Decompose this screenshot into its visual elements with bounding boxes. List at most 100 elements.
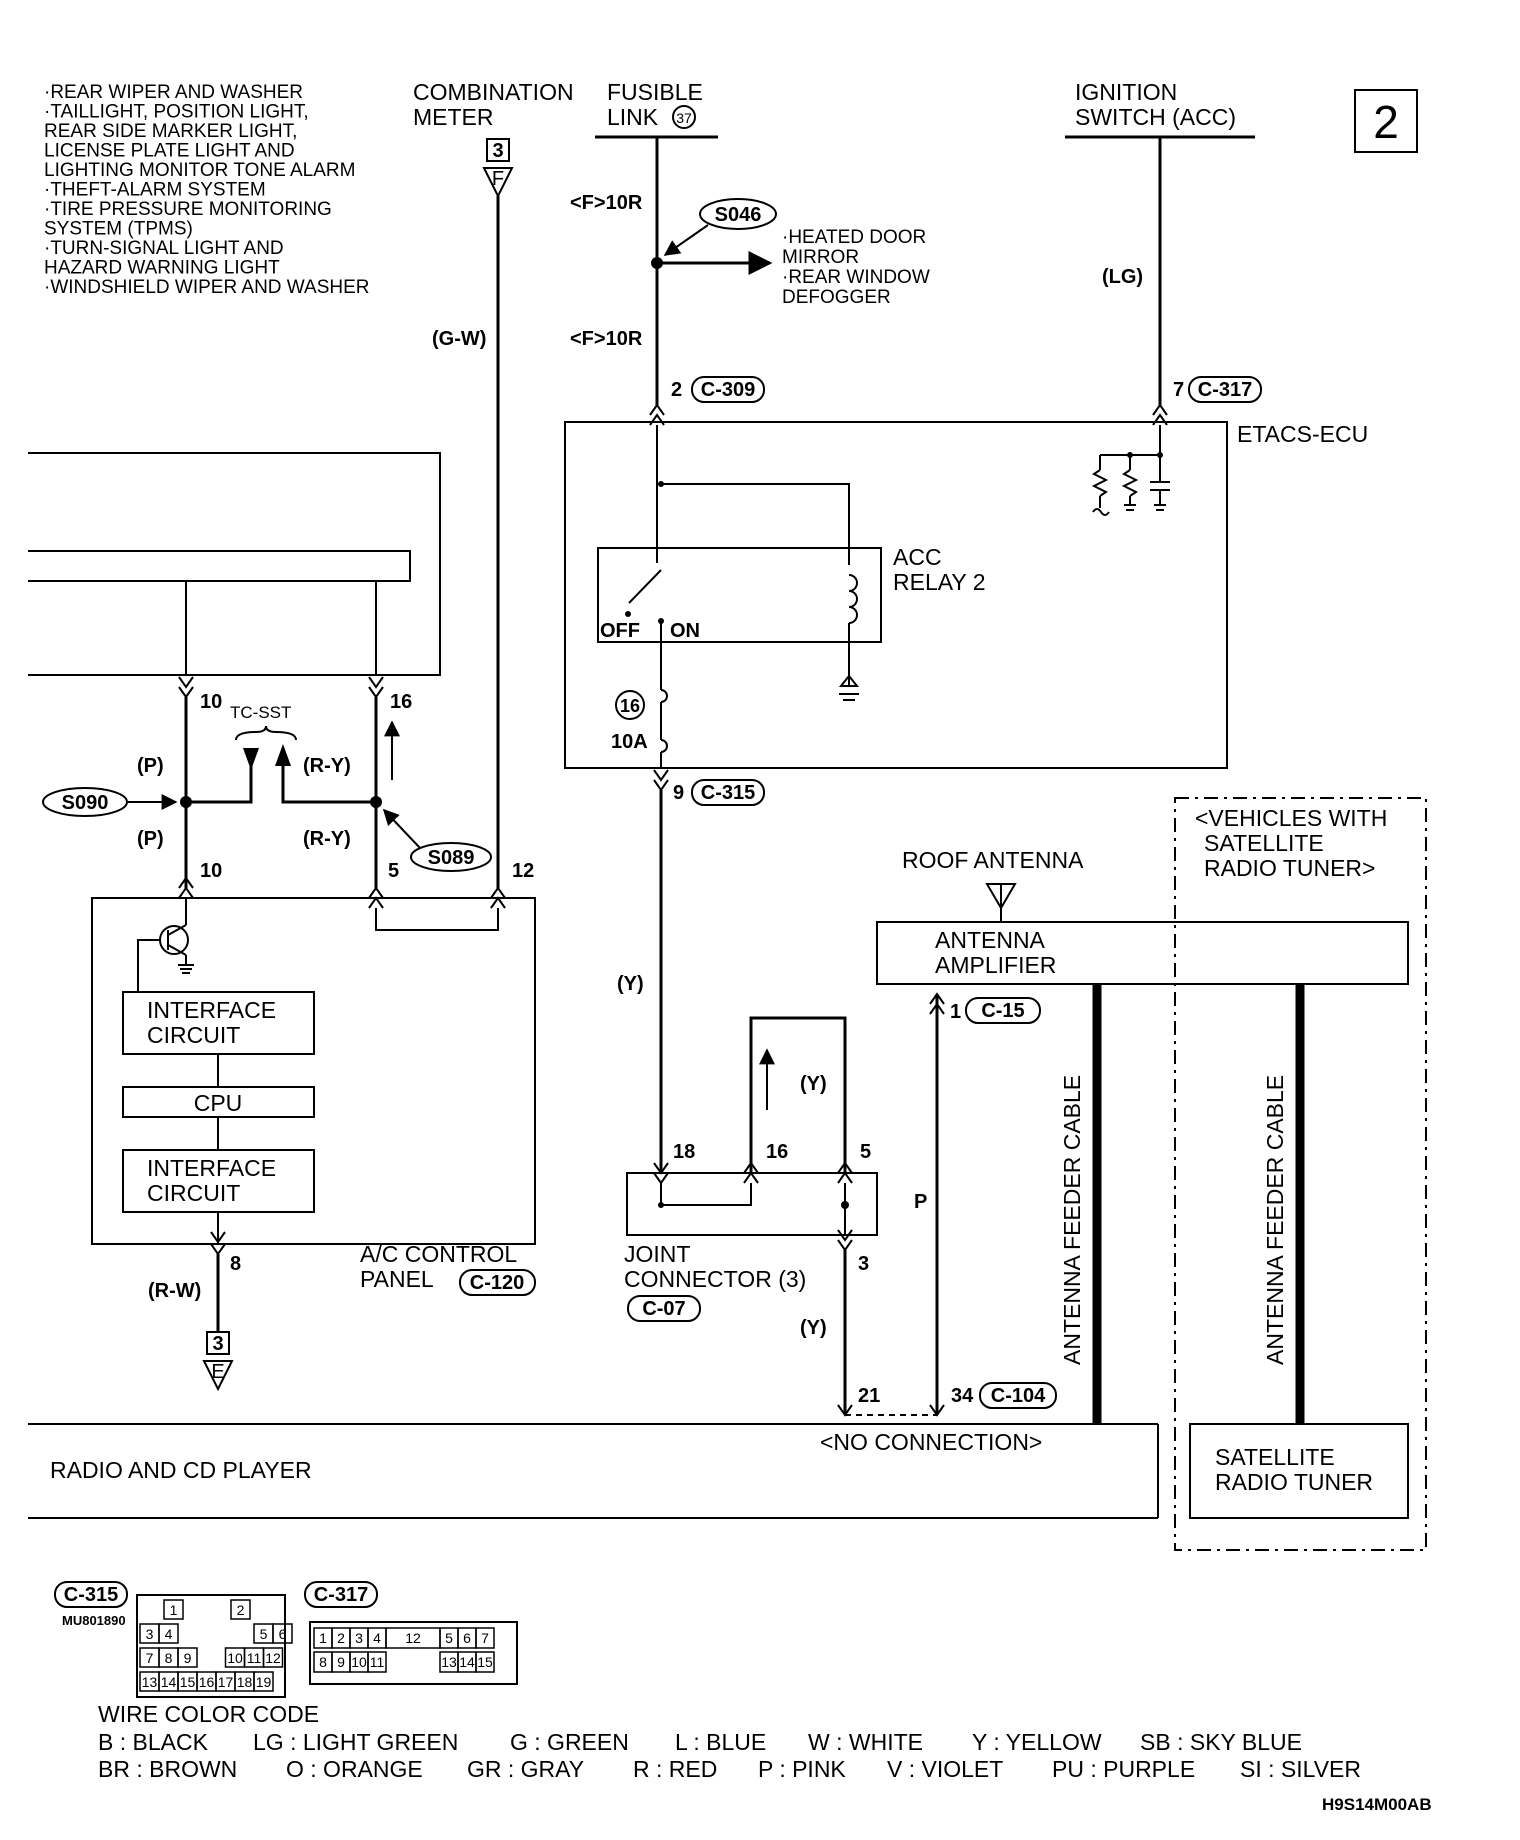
radio-pin-21: 21 (858, 1385, 880, 1407)
connector-pin-number: 12 (405, 1630, 421, 1646)
c120-label: C-120 (470, 1272, 524, 1294)
meter-ref-num: 3 (492, 140, 503, 162)
c309-tag (691, 376, 765, 403)
wire-p-upper-label: (P) (137, 755, 164, 777)
relay-coil (848, 574, 858, 624)
joint-connector-name-2: CONNECTOR (3) (624, 1266, 806, 1292)
etacs-ecu-label: ETACS-ECU (1237, 421, 1368, 447)
s046-target-item: ·REAR WINDOW (782, 267, 930, 288)
wire-color-entry: PU : PURPLE (1052, 1756, 1195, 1782)
connector-pin-number: 8 (319, 1654, 327, 1670)
antenna-amplifier-line-2: AMPLIFIER (935, 952, 1056, 978)
jc-pin-18: 18 (673, 1141, 695, 1163)
connector-pin-number: 5 (445, 1630, 453, 1646)
combination-meter-label-2: METER (413, 104, 494, 130)
jc-pin-5: 5 (860, 1141, 871, 1163)
connector-pin-number: 10 (227, 1650, 243, 1666)
fuse-number: 16 (620, 696, 640, 716)
ac-panel-name-2: PANEL (360, 1266, 434, 1292)
connector-pin-number: 7 (146, 1650, 154, 1666)
etacs-fuse (660, 689, 668, 753)
systems-list-item: HAZARD WARNING LIGHT (44, 258, 280, 279)
systems-list-item: ·REAR WIPER AND WASHER (44, 82, 303, 103)
meter-ref-arrow (482, 167, 514, 199)
acc-relay-box (597, 547, 882, 643)
wire-color-entry: GR : GRAY (467, 1756, 584, 1782)
tc-sst-arrow-up (275, 744, 291, 766)
antenna-amplifier-box (876, 921, 1409, 985)
etacs-input-circuit (1091, 425, 1170, 516)
connector-pin-cell (272, 1623, 293, 1644)
tc-sst-arrow-down (243, 748, 259, 770)
acc-relay-label-2: RELAY 2 (893, 569, 985, 595)
c315-face-outline (136, 1594, 286, 1698)
c315-face-tag (54, 1581, 128, 1608)
c15-pin: 1 (950, 1001, 961, 1023)
c315-face-label: C-315 (64, 1584, 118, 1606)
s046-target-item: MIRROR (782, 247, 859, 268)
wire-color-entry: BR : BROWN (98, 1756, 237, 1782)
satellite-tuner-box (1189, 1423, 1409, 1519)
systems-list-item: ·THEFT-ALARM SYSTEM (44, 180, 266, 201)
wire-color-entry: B : BLACK (98, 1729, 209, 1755)
c120-tag (459, 1269, 536, 1296)
connector-pin-number: 10 (351, 1654, 367, 1670)
connector-pin-number: 16 (199, 1674, 215, 1690)
combination-meter-label-1: COMBINATION (413, 79, 574, 105)
connector-pin-number: 5 (260, 1626, 268, 1642)
systems-list-item: LIGHTING MONITOR TONE ALARM (44, 160, 355, 181)
connector-pin-number: 8 (165, 1650, 173, 1666)
systems-list-item: ·TURN-SIGNAL LIGHT AND (44, 238, 284, 259)
ac-ref-num: 3 (212, 1333, 223, 1355)
pin-8: 8 (230, 1253, 241, 1275)
c309-pin: 2 (671, 379, 682, 401)
splice-s089 (410, 842, 492, 872)
splice-s089-label: S089 (428, 847, 475, 869)
systems-list-item: ·TIRE PRESSURE MONITORING (44, 199, 332, 220)
connector-pin-number: 3 (355, 1630, 363, 1646)
systems-list-item: REAR SIDE MARKER LIGHT, (44, 121, 297, 142)
connector-pin-number: 1 (170, 1602, 178, 1618)
relay-off-dot (625, 611, 631, 617)
pin-10: 10 (200, 860, 222, 882)
splice-s046 (699, 198, 777, 230)
jc-pin-16: 16 (766, 1141, 788, 1163)
s046-target-item: DEFOGGER (782, 287, 891, 308)
wire-color-entry: L : BLUE (675, 1729, 766, 1755)
left-module-outer (28, 452, 441, 676)
pin-16-top: 16 (390, 691, 412, 713)
pin-12: 12 (512, 860, 534, 882)
systems-list-item: SYSTEM (TPMS) (44, 219, 193, 240)
s046-targets: ·HEATED DOOR MIRROR·REAR WINDOW DEFOGGER (782, 227, 930, 308)
relay-coil-ground (838, 674, 860, 701)
c317-face-label: C-317 (314, 1584, 368, 1606)
relay-off-label: OFF (600, 620, 640, 642)
wire-ry-upper-label: (R-Y) (303, 755, 351, 777)
interface-circuit-1-line-1: INTERFACE (147, 997, 276, 1023)
jc-bus-dot-1 (658, 1202, 664, 1208)
connector-pin-cell (253, 1671, 274, 1692)
connector-pin-number: 19 (256, 1674, 272, 1690)
doc-code: H9S14M00AB (1322, 1795, 1432, 1814)
connector-pin-number: 13 (441, 1654, 457, 1670)
relay-on-label: ON (670, 620, 700, 642)
ac10-top-chevron (178, 676, 194, 699)
wire-color-entry: W : WHITE (808, 1729, 923, 1755)
connector-pin-cell (163, 1599, 184, 1620)
no-connection-label: <NO CONNECTION> (820, 1429, 1042, 1455)
wire-ry-lower-label: (R-Y) (303, 828, 351, 850)
jc-loop-wire (749, 1016, 847, 1173)
connector-pin-number: 11 (247, 1650, 262, 1666)
wire-rw-label: (R-W) (148, 1280, 201, 1302)
wire-y-low-label: (Y) (800, 1317, 827, 1339)
c07-label: C-07 (642, 1298, 685, 1320)
c315-tag (691, 779, 765, 806)
connector-pin-cell (230, 1599, 251, 1620)
connector-pin-number: 2 (237, 1602, 245, 1618)
satellite-tuner-line-1: SATELLITE (1215, 1444, 1335, 1470)
connector-pin-cell (158, 1623, 179, 1644)
interface-circuit-1-line-2: CIRCUIT (147, 1022, 240, 1048)
connector-pin-number: 12 (265, 1650, 281, 1666)
connector-pin-number: 6 (279, 1626, 287, 1642)
